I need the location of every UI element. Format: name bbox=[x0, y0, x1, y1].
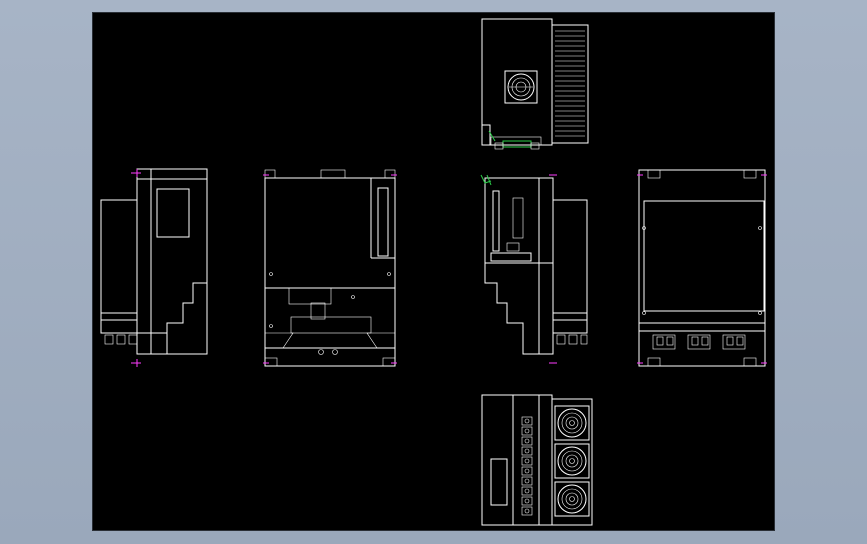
terminal bbox=[521, 456, 533, 466]
terminal bbox=[521, 416, 533, 426]
left-side-view bbox=[100, 168, 208, 367]
fan-hub bbox=[569, 458, 575, 464]
terminal bbox=[521, 436, 533, 446]
terminal bbox=[521, 506, 533, 516]
terminal-screw bbox=[524, 508, 530, 514]
top-view bbox=[481, 18, 589, 150]
terminal bbox=[521, 446, 533, 456]
heatsink-fins bbox=[555, 30, 585, 137]
terminal bbox=[521, 466, 533, 476]
terminal-screw bbox=[524, 448, 530, 454]
fan-guard-inner bbox=[565, 416, 579, 430]
fan-ring bbox=[557, 408, 587, 438]
terminal-screw bbox=[524, 468, 530, 474]
terminal bbox=[521, 486, 533, 496]
fan-housing bbox=[554, 405, 590, 441]
fan-guard bbox=[561, 412, 583, 434]
terminal-screw bbox=[524, 438, 530, 444]
terminal bbox=[521, 496, 533, 506]
terminal-screw bbox=[524, 478, 530, 484]
terminal bbox=[521, 426, 533, 436]
fan-housing bbox=[554, 481, 590, 517]
rear-view bbox=[637, 169, 767, 367]
fan-guard bbox=[561, 450, 583, 472]
fan-guard-inner bbox=[565, 454, 579, 468]
terminal-screw bbox=[524, 458, 530, 464]
terminal-screw bbox=[524, 428, 530, 434]
fan-hub bbox=[569, 496, 575, 502]
fan-guard-inner bbox=[565, 492, 579, 506]
cad-drawing-canvas[interactable] bbox=[92, 12, 775, 531]
cad-drawing bbox=[100, 18, 767, 526]
right-side-view bbox=[480, 174, 588, 364]
fan-ring bbox=[557, 484, 587, 514]
fan-ring bbox=[557, 446, 587, 476]
fan-housing bbox=[554, 443, 590, 479]
fan-hub bbox=[569, 420, 575, 426]
bottom-fans bbox=[554, 405, 590, 517]
fan-guard bbox=[561, 488, 583, 510]
terminal-screw bbox=[524, 418, 530, 424]
bottom-view bbox=[481, 394, 593, 526]
terminal bbox=[521, 476, 533, 486]
terminal-screw bbox=[524, 498, 530, 504]
terminal-screw bbox=[524, 488, 530, 494]
bottom-terminals bbox=[521, 416, 533, 516]
front-view bbox=[263, 169, 397, 367]
